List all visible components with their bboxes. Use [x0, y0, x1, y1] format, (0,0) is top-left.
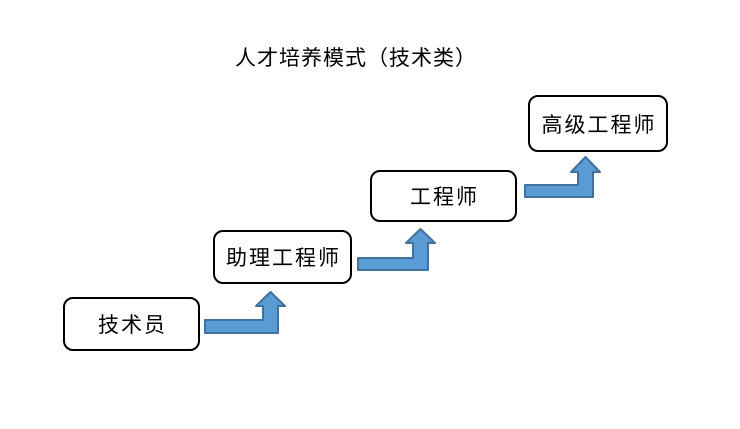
node-technician: 技术员	[63, 297, 200, 351]
arrow-engineer-to-senior-engineer	[524, 156, 601, 198]
arrow-technician-to-assistant-engineer	[204, 291, 286, 334]
node-engineer: 工程师	[370, 170, 517, 222]
node-label: 技术员	[98, 313, 167, 337]
node-label: 工程师	[410, 185, 479, 209]
arrow-assistant-engineer-to-engineer	[357, 228, 436, 271]
node-senior-engineer: 高级工程师	[528, 95, 668, 152]
node-assistant-engineer: 助理工程师	[213, 230, 352, 284]
node-label: 助理工程师	[226, 246, 341, 270]
diagram-title: 人才培养模式（技术类）	[235, 46, 477, 70]
node-label: 高级工程师	[541, 112, 657, 137]
